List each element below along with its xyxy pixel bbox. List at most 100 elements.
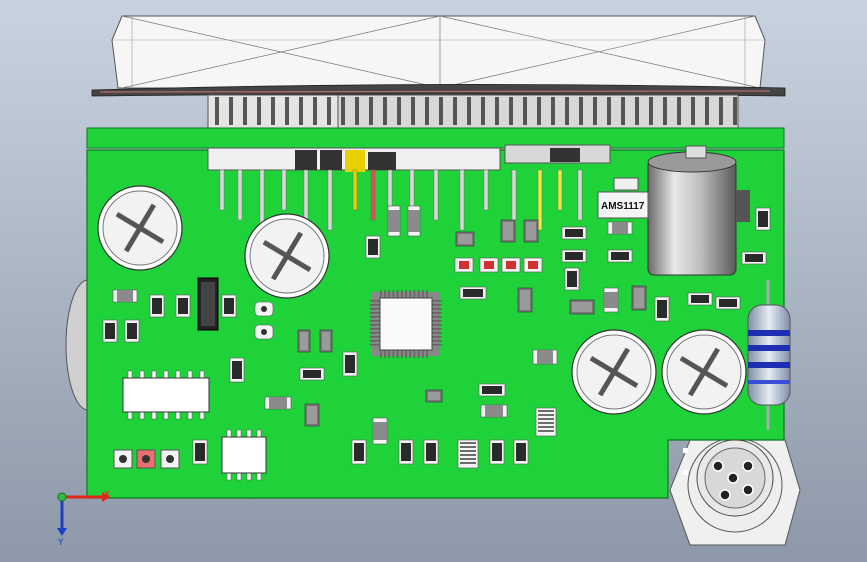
- voltage-regulator: AMS1117: [597, 177, 649, 219]
- qfp-pin: [384, 290, 386, 298]
- header-pin: [593, 97, 597, 125]
- wire-lead: [237, 169, 243, 221]
- smd-part: [561, 226, 587, 240]
- qfp-pin: [388, 290, 390, 298]
- header-pin: [467, 97, 471, 125]
- pot-slot: [687, 347, 721, 397]
- header-pin: [355, 97, 359, 125]
- smd-inductor: [535, 407, 557, 437]
- smd-part: [365, 235, 381, 259]
- header-pin: [257, 97, 261, 125]
- capacitor-body: [388, 210, 400, 232]
- smd-part: [102, 319, 118, 343]
- qfp-pin: [432, 336, 442, 338]
- smd-diode: [631, 285, 647, 311]
- potentiometers: [97, 185, 747, 415]
- resistor-face: [565, 229, 583, 237]
- wire-lead: [219, 169, 225, 211]
- smd-diode: [569, 299, 595, 315]
- smd-part: [489, 439, 505, 465]
- wire-lead: [352, 169, 358, 211]
- diode-face: [520, 290, 530, 310]
- resistor-face: [463, 289, 483, 297]
- capacitor-body: [408, 210, 420, 232]
- resistor-face: [758, 211, 768, 227]
- qfp-pin: [432, 312, 442, 314]
- inductor-body: [535, 407, 557, 437]
- header-pin: [565, 97, 569, 125]
- small-chip: [197, 277, 219, 331]
- qfp-pin: [370, 324, 380, 326]
- resistor-face: [567, 271, 577, 287]
- pot-slot: [123, 203, 157, 253]
- regulator-label: AMS1117: [601, 201, 645, 212]
- smd-part: [149, 294, 165, 318]
- wire-lead: [577, 169, 583, 221]
- smd-part: [299, 367, 325, 381]
- wire-lead: [557, 169, 563, 211]
- qfp-pin: [401, 350, 403, 358]
- header-pin: [453, 97, 457, 125]
- header-block: [207, 94, 739, 131]
- smd-part: [755, 207, 771, 231]
- qfp-pin: [370, 308, 380, 310]
- smd-part: [192, 439, 208, 465]
- diode-face: [428, 392, 440, 400]
- capacitor-body: [373, 422, 387, 440]
- qfp-pin: [405, 290, 407, 298]
- header-pin: [551, 97, 555, 125]
- smd-inductor: [457, 439, 479, 469]
- smd-part: [351, 439, 367, 465]
- header-pin: [313, 97, 317, 125]
- smd-part: [112, 289, 138, 303]
- smd-part: [229, 357, 245, 383]
- smd-part: [654, 296, 670, 322]
- diode-face: [572, 302, 592, 312]
- qfp-pin: [392, 290, 395, 298]
- resistor-face: [354, 443, 364, 461]
- led-face: [459, 261, 469, 269]
- qfp-pin: [432, 340, 442, 342]
- smd-part: [478, 383, 506, 397]
- axial-resistor: [747, 280, 791, 430]
- qfp-pin: [432, 304, 442, 306]
- qfp-pin: [388, 350, 390, 358]
- header-pin: [411, 97, 415, 125]
- dip14-ic: [122, 370, 210, 420]
- qfp-pin: [422, 290, 424, 298]
- resistor-face: [426, 443, 436, 461]
- capacitor-body: [117, 290, 133, 302]
- smd-led: [501, 257, 521, 273]
- capacitor-body: [485, 405, 503, 417]
- trimmer-pot: [661, 329, 747, 415]
- smd-part: [513, 439, 529, 465]
- header-pin: [397, 97, 401, 125]
- qfp-pin: [370, 328, 380, 330]
- smd-part: [480, 404, 508, 418]
- capacitor-body: [612, 222, 628, 234]
- header-pin: [285, 97, 289, 125]
- diode-face: [526, 222, 536, 240]
- smd-diode: [319, 329, 333, 353]
- qfp-pin: [432, 316, 442, 318]
- smd-part: [532, 349, 558, 365]
- qfp-pin: [422, 350, 424, 358]
- qfp-pin: [380, 290, 382, 298]
- qfp-pin: [396, 350, 399, 358]
- pad-hole: [261, 306, 267, 312]
- axis-triad: X Y: [57, 490, 110, 548]
- qfp-pin: [413, 290, 416, 298]
- resistor-face: [745, 254, 763, 262]
- qfp-pin: [432, 308, 442, 310]
- wire-lead: [483, 169, 489, 211]
- header-pin: [299, 97, 303, 125]
- resistor-face: [368, 239, 378, 255]
- qfp-pin: [401, 290, 403, 298]
- smd-diode: [500, 219, 516, 243]
- header-pin: [523, 97, 527, 125]
- header-pin: [509, 97, 513, 125]
- resistor-face: [565, 252, 583, 260]
- smd-part: [607, 249, 633, 263]
